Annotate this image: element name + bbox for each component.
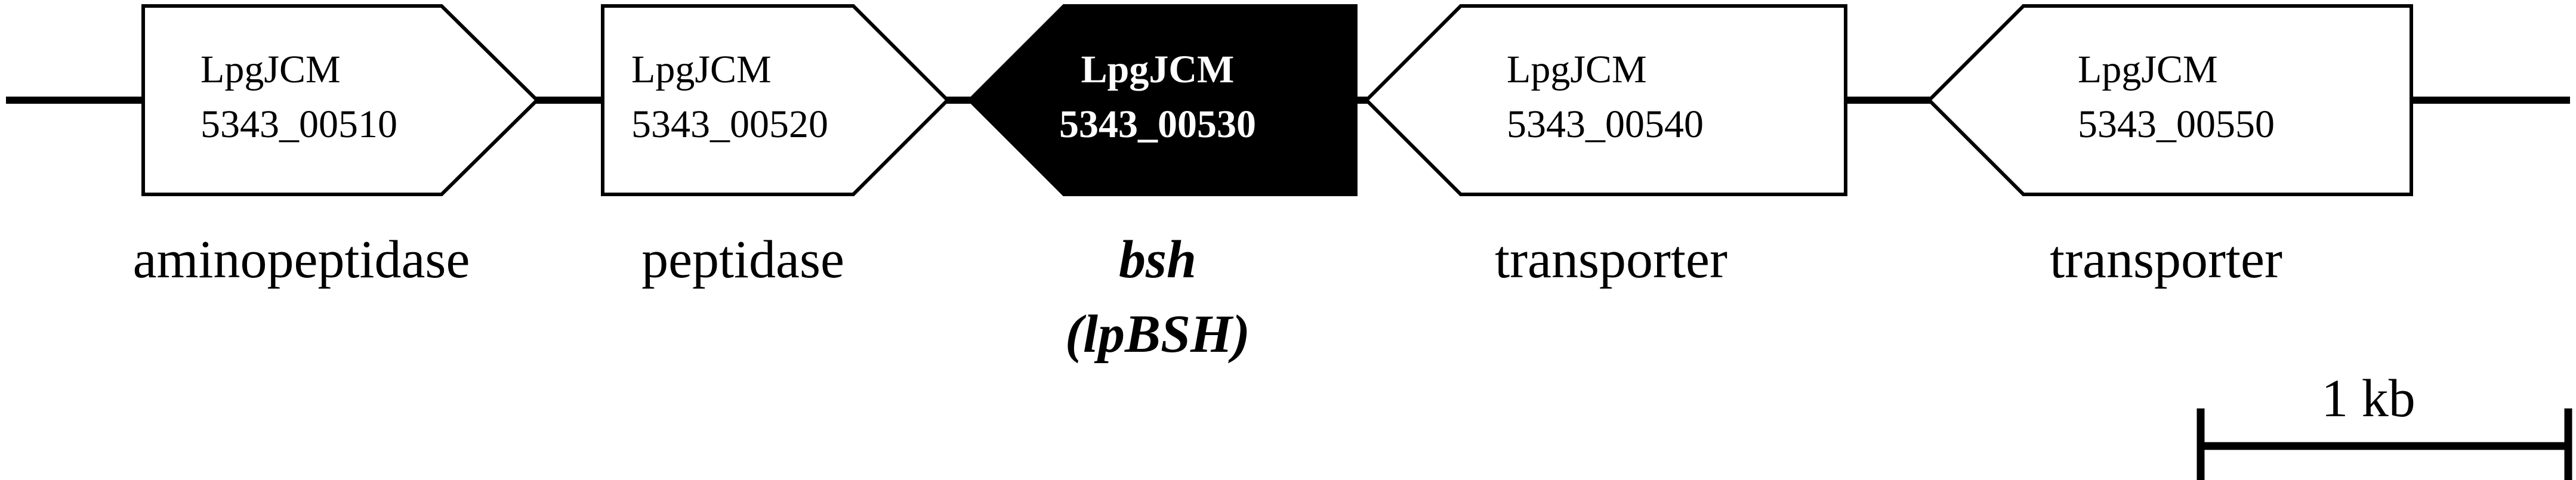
gene-arrow-00550 — [1926, 4, 2413, 196]
function-label-00540: transporter — [1495, 230, 1727, 289]
scale-bar: 1 kb — [2196, 369, 2572, 480]
function-label-00520: peptidase — [641, 230, 844, 289]
function-label-00550: transporter — [2050, 230, 2282, 289]
locus-line1-00550: LpgJCM — [2078, 48, 2218, 91]
gene-arrow-00520 — [601, 4, 951, 196]
locus-line2-00510: 5343_00510 — [200, 103, 397, 146]
gene-arrow-00510 — [141, 4, 540, 196]
locus-line2-00520: 5343_00520 — [631, 103, 828, 146]
scale-bar-label: 1 kb — [2321, 369, 2415, 428]
locus-line1-00510: LpgJCM — [200, 48, 341, 91]
gene-00550: LpgJCM 5343_00550 transporter — [1926, 4, 2413, 289]
locus-line1-00540: LpgJCM — [1507, 48, 1647, 91]
locus-line2-00540: 5343_00540 — [1507, 103, 1704, 146]
locus-line2-00530: 5343_00530 — [1059, 103, 1256, 146]
gene-00530: LpgJCM 5343_00530 bsh (lpBSH) — [967, 4, 1358, 364]
gene-arrow-00540 — [1363, 4, 1847, 196]
function-label-00510: aminopeptidase — [133, 230, 470, 289]
function-label-00530: bsh — [1119, 230, 1196, 289]
gene-00540: LpgJCM 5343_00540 transporter — [1363, 4, 1847, 289]
gene-00510: LpgJCM 5343_00510 aminopeptidase — [133, 4, 540, 289]
gene-arrow-00530 — [967, 4, 1358, 196]
locus-line2-00550: 5343_00550 — [2078, 103, 2275, 146]
locus-line1-00530: LpgJCM — [1081, 48, 1235, 91]
locus-line1-00520: LpgJCM — [631, 48, 772, 91]
gene-00520: LpgJCM 5343_00520 peptidase — [601, 4, 951, 289]
function-label2-00530: (lpBSH) — [1065, 305, 1250, 364]
